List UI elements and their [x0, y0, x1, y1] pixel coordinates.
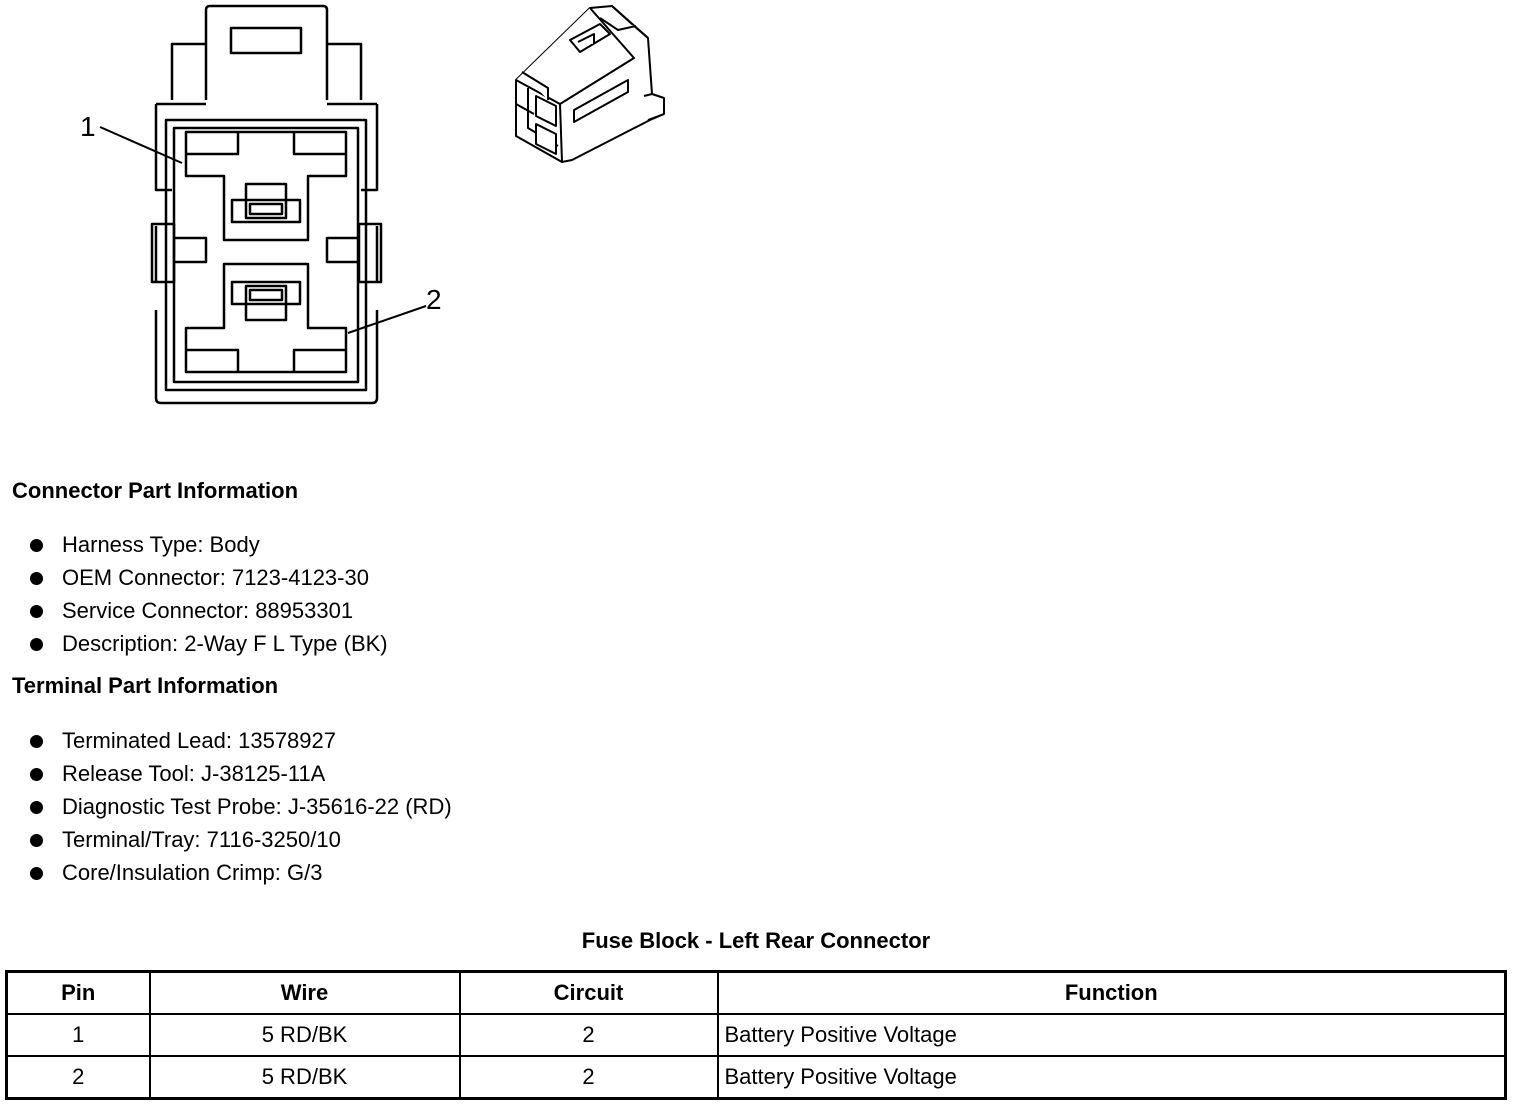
connector-3d-view	[515, 5, 665, 163]
list-item: Service Connector: 88953301	[28, 594, 388, 627]
bullet-icon	[30, 605, 43, 618]
callout-2: 2	[426, 284, 442, 315]
function-cell: Battery Positive Voltage	[716, 1055, 1507, 1100]
service-connector: Service Connector: 88953301	[62, 598, 354, 623]
harness-type: Harness Type: Body	[62, 532, 260, 557]
release-tool: Release Tool: J-38125-11A	[62, 761, 326, 786]
bullet-icon	[30, 572, 43, 585]
list-item: OEM Connector: 7123-4123-30	[28, 561, 388, 594]
list-item: Harness Type: Body	[28, 528, 388, 561]
column-header-function: Function	[716, 970, 1507, 1015]
bullet-icon	[30, 638, 43, 651]
wire-cell: 5 RD/BK	[148, 1013, 461, 1057]
bullet-icon	[30, 867, 43, 880]
list-item: Description: 2-Way F L Type (BK)	[28, 627, 388, 660]
list-item: Terminated Lead: 13578927	[28, 724, 452, 757]
bullet-icon	[30, 834, 43, 847]
callout-1: 1	[80, 111, 96, 142]
list-item: Terminal/Tray: 7116-3250/10	[28, 823, 452, 856]
column-header-wire: Wire	[148, 970, 461, 1015]
description: Description: 2-Way F L Type (BK)	[62, 631, 388, 656]
bullet-icon	[30, 801, 43, 814]
connector-part-info-heading: Connector Part Information	[12, 478, 299, 503]
list-item: Diagnostic Test Probe: J-35616-22 (RD)	[28, 790, 452, 823]
connector-part-info-list: Harness Type: Body OEM Connector: 7123-4…	[28, 528, 388, 660]
list-item: Core/Insulation Crimp: G/3	[28, 856, 452, 889]
circuit-cell: 2	[458, 1013, 719, 1057]
connector-face-view	[150, 4, 383, 405]
circuit-cell: 2	[458, 1055, 719, 1100]
function-cell: Battery Positive Voltage	[716, 1013, 1507, 1057]
pin-cell: 1	[5, 1013, 151, 1057]
bullet-icon	[30, 768, 43, 781]
diagnostic-test-probe: Diagnostic Test Probe: J-35616-22 (RD)	[62, 794, 452, 819]
terminal-part-info-list: Terminated Lead: 13578927 Release Tool: …	[28, 724, 452, 889]
terminal-tray: Terminal/Tray: 7116-3250/10	[62, 827, 341, 852]
list-item: Release Tool: J-38125-11A	[28, 757, 452, 790]
column-header-circuit: Circuit	[458, 970, 719, 1015]
bullet-icon	[30, 539, 43, 552]
wire-cell: 5 RD/BK	[148, 1055, 461, 1100]
pinout-table: Pin Wire Circuit Function 1 5 RD/BK 2 Ba…	[5, 970, 1507, 1100]
terminal-part-info-heading: Terminal Part Information	[12, 673, 279, 698]
oem-connector: OEM Connector: 7123-4123-30	[62, 565, 369, 590]
pin-cell: 2	[5, 1055, 151, 1100]
table-row: 2 5 RD/BK 2 Battery Positive Voltage	[5, 1055, 1507, 1100]
bullet-icon	[30, 735, 43, 748]
callout-leaders	[99, 126, 427, 334]
terminated-lead: Terminated Lead: 13578927	[62, 728, 336, 753]
table-row: 1 5 RD/BK 2 Battery Positive Voltage	[5, 1013, 1507, 1057]
column-header-pin: Pin	[5, 970, 151, 1015]
core-insulation-crimp: Core/Insulation Crimp: G/3	[62, 860, 323, 885]
table-header-row: Pin Wire Circuit Function	[5, 970, 1507, 1015]
connector-diagram: 1 2	[80, 4, 665, 405]
table-title: Fuse Block - Left Rear Connector	[581, 928, 931, 953]
